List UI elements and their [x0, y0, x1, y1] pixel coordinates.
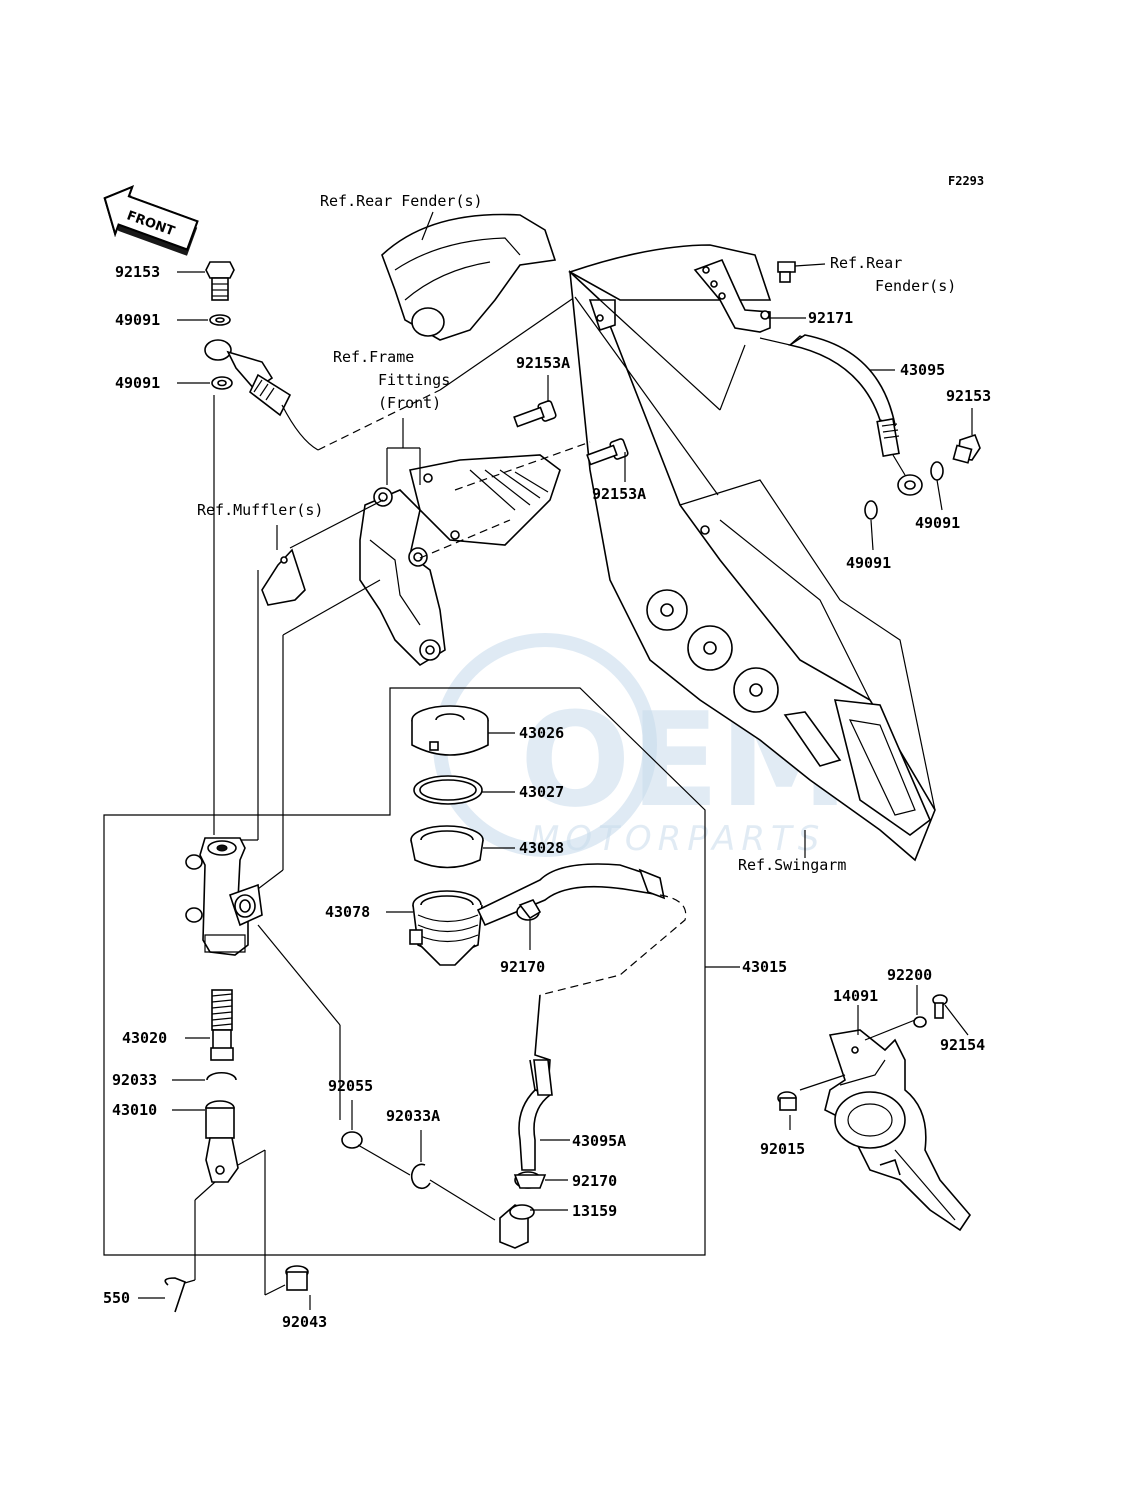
oring-92055 [341, 1131, 363, 1149]
label-92015: 92015 [760, 1140, 805, 1158]
washer-49091-right [930, 461, 944, 481]
bolt-92153a-top [513, 400, 557, 428]
label-92154: 92154 [940, 1036, 985, 1054]
ref-frame-2: Fittings [378, 371, 450, 389]
plate-43027 [413, 775, 483, 805]
ref-swingarm: Ref.Swingarm [738, 856, 846, 874]
circlip-92033a [410, 1163, 431, 1190]
muffler-bracket [261, 548, 306, 606]
label-49091-a: 49091 [115, 311, 160, 329]
swingarm-shape [568, 244, 936, 862]
master-cylinder-body [185, 837, 263, 956]
hose-43095 [759, 334, 923, 496]
label-92153-left: 92153 [115, 263, 160, 281]
ref-rear-fender-right-1: Ref.Rear [830, 254, 902, 272]
label-43095: 43095 [900, 361, 945, 379]
bolt-92153a-mid [586, 438, 629, 466]
label-43095a: 43095A [572, 1132, 626, 1150]
label-49091-b: 49091 [115, 374, 160, 392]
guard-14091 [824, 1029, 972, 1232]
watermark-sub: MOTORPARTS [530, 819, 825, 859]
label-49091-right2: 49091 [846, 554, 891, 572]
bracket-92171 [693, 258, 796, 333]
bolt-92153-left [205, 261, 235, 301]
label-43078: 43078 [325, 903, 370, 921]
label-43028: 43028 [519, 839, 564, 857]
ref-rear-fender-right-2: Fender(s) [875, 277, 956, 295]
frame-fitting-plate [409, 454, 561, 546]
fitting-13159 [499, 1204, 535, 1249]
collar-92015 [777, 1091, 797, 1111]
label-92200: 92200 [887, 966, 932, 984]
circlip-92033 [206, 1071, 237, 1081]
reservoir-43078 [409, 890, 483, 966]
label-13159: 13159 [572, 1202, 617, 1220]
ref-muffler: Ref.Muffler(s) [197, 501, 323, 519]
label-92153-right: 92153 [946, 387, 991, 405]
label-49091-right: 49091 [915, 514, 960, 532]
bolt-92153-right [952, 433, 981, 464]
spring-43020 [210, 989, 234, 1061]
hose-43095a [518, 994, 553, 1171]
label-92171: 92171 [808, 309, 853, 327]
ref-frame-1: Ref.Frame [333, 348, 414, 366]
label-92033a: 92033A [386, 1107, 440, 1125]
label-92043: 92043 [282, 1313, 327, 1331]
label-43020: 43020 [122, 1029, 167, 1047]
bolt-92154 [932, 994, 948, 1019]
kit-bracket-43015 [103, 687, 706, 1256]
washer-49091-right2 [864, 500, 878, 520]
washer-92200 [913, 1016, 927, 1028]
hose-banjo-left [204, 339, 319, 451]
clamp-92170-bottom [513, 1171, 547, 1189]
clamp-92170-top [516, 899, 542, 921]
label-92170-top: 92170 [500, 958, 545, 976]
label-92033: 92033 [112, 1071, 157, 1089]
front-arrow-icon: FRONT [103, 185, 199, 256]
pin-92043 [285, 1265, 309, 1291]
rear-fender-shape [381, 213, 557, 341]
label-43015: 43015 [742, 958, 787, 976]
hose-reservoir-upper [476, 863, 666, 927]
ref-frame-3: (Front) [378, 394, 441, 412]
ref-rear-fender-top: Ref.Rear Fender(s) [320, 192, 483, 210]
label-92170-bottom: 92170 [572, 1172, 617, 1190]
label-14091: 14091 [833, 987, 878, 1005]
label-43010: 43010 [112, 1101, 157, 1119]
frame-bracket [359, 487, 446, 667]
label-43026: 43026 [519, 724, 564, 742]
diagram-code: F2293 [948, 174, 984, 188]
diaphragm-43028 [410, 825, 484, 869]
label-43027: 43027 [519, 783, 564, 801]
label-92055: 92055 [328, 1077, 373, 1095]
label-92153a-top: 92153A [516, 354, 570, 372]
cotter-pin-550 [164, 1277, 186, 1313]
label-550: 550 [103, 1289, 130, 1307]
pushrod-43010 [205, 1100, 239, 1183]
label-92153a-mid: 92153A [592, 485, 646, 503]
reservoir-cap-43026 [411, 705, 489, 756]
